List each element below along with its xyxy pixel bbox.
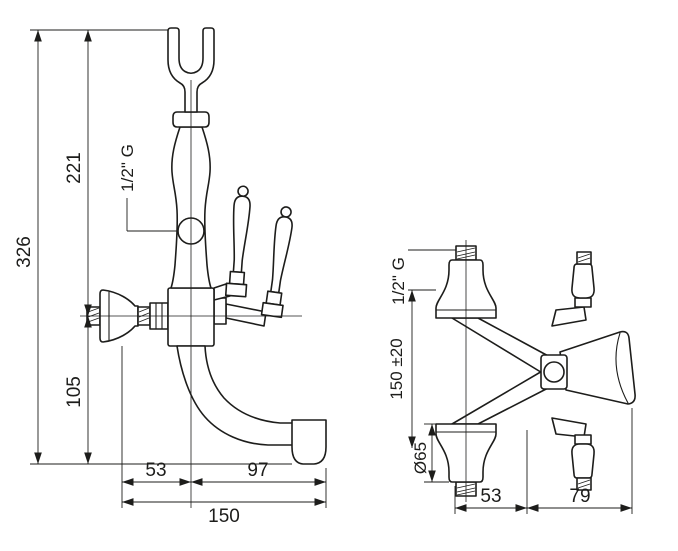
thread-hatching — [577, 253, 591, 263]
spout-cone — [559, 330, 636, 405]
spout-cone-rim — [615, 332, 629, 404]
thread-size-label: 1/2" G — [118, 144, 137, 192]
hatch-line — [577, 257, 591, 263]
dim-total-depth-label: 150 — [208, 506, 240, 527]
right-valve-nut — [213, 297, 227, 325]
side-view-dimensions: 1/2" G 150 ±20 Ø65 53 79 — [387, 249, 633, 514]
dim-axis-to-spout-label: 97 — [247, 460, 268, 481]
front-view: 326 221 105 1/2" G 53 97 150 — [14, 27, 327, 527]
handle-grip — [270, 216, 293, 294]
front-view-faucet — [86, 27, 327, 465]
spout-mouth — [291, 419, 327, 465]
front-view-dimensions: 326 221 105 1/2" G 53 97 150 — [14, 29, 327, 527]
hatch-line — [577, 483, 591, 489]
rear-handle — [260, 206, 293, 319]
front-handle — [224, 185, 251, 298]
handle-stem — [228, 270, 246, 286]
bottom-handle-grip — [571, 443, 595, 479]
dim-total-height-label: 326 — [14, 236, 35, 268]
hub-port — [543, 361, 565, 383]
hatch-line — [577, 479, 591, 485]
top-handle-base — [574, 297, 592, 308]
dim-wall-to-axis-label: 53 — [145, 460, 166, 481]
dim-centers-label: 150 ±20 — [387, 338, 406, 399]
dim-right-span-label: 79 — [569, 486, 590, 507]
handle-finial — [280, 206, 292, 218]
handle-finial — [237, 185, 249, 198]
thread-hatching — [577, 479, 591, 489]
rear-handle-connector — [225, 303, 267, 327]
dim-left-span-label: 53 — [480, 486, 501, 507]
bottom-handle-connector — [551, 417, 587, 438]
bottom-handle-base — [574, 434, 592, 445]
tub-spout — [176, 345, 295, 446]
dim-lower-height-label: 105 — [64, 376, 85, 408]
handle-grip — [232, 195, 251, 274]
hatch-line — [138, 307, 150, 313]
top-handle-grip — [571, 263, 595, 299]
side-view: 1/2" G 150 ±20 Ø65 53 79 — [387, 240, 636, 514]
hatch-line — [138, 317, 150, 323]
hatch-line — [577, 253, 591, 259]
handle-base-nut — [260, 301, 284, 319]
upper-supply-tube — [451, 317, 553, 375]
dim-escutcheon-diameter-label: Ø65 — [411, 442, 430, 474]
dim-upper-height-label: 221 — [64, 152, 85, 184]
thread-size-label: 1/2" G — [389, 257, 408, 305]
handle-base-nut — [224, 282, 248, 298]
top-handle-connector — [551, 306, 587, 327]
lower-supply-tube — [451, 369, 553, 425]
